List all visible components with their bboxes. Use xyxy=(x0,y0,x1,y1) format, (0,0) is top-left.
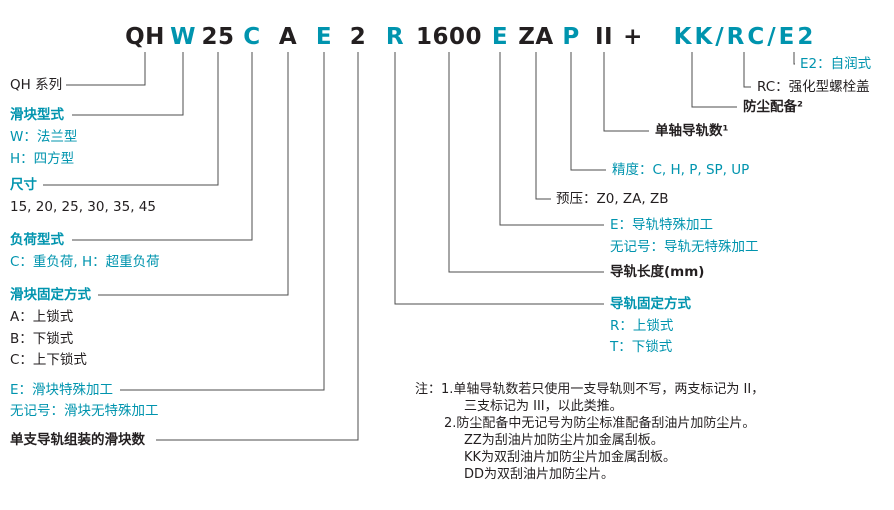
label-load-type-values: C：重负荷, H：超重负荷 xyxy=(10,254,160,270)
code-segment-rail-length: 1600 xyxy=(415,24,483,50)
label-dust-protection: 防尘配备² xyxy=(743,99,803,115)
connector-rail-length xyxy=(448,52,604,273)
code-segment-size: 25 xyxy=(201,24,235,50)
label-rail-special-none: 无记号：导轨无特殊加工 xyxy=(610,239,759,255)
note-line-3: 2.防尘配备中无记号为防尘标准配备刮油片加防尘片。 xyxy=(444,416,756,431)
connector-block-type xyxy=(72,52,184,116)
note-line-2: 三支标记为 III，以此类推。 xyxy=(464,399,623,414)
code-segment-series: QH xyxy=(125,24,165,50)
code-segment-block-count: 2 xyxy=(349,24,367,50)
code-segment-rail-count: II xyxy=(594,24,614,50)
label-rail-fix-t: T：下锁式 xyxy=(610,339,673,355)
label-block-fix-c: C：上下锁式 xyxy=(10,352,87,368)
connector-series xyxy=(66,52,146,86)
label-series: QH 系列 xyxy=(10,77,63,93)
label-rail-fix-r: R：上锁式 xyxy=(610,318,674,334)
code-segment-accuracy: P xyxy=(562,24,580,50)
label-block-fix-a: A：上锁式 xyxy=(10,309,74,325)
code-segment-preload: ZA xyxy=(518,24,554,50)
connector-rail-special xyxy=(499,52,604,226)
label-self-lubricant: E2：自润式 xyxy=(800,56,872,72)
label-block-type-h: H：四方型 xyxy=(10,151,75,167)
connector-load-type xyxy=(72,52,253,241)
note-line-1: 注：1.单轴导轨数若只使用一支导轨则不写，两支标记为 II， xyxy=(415,382,765,397)
connector-block-special xyxy=(120,52,325,391)
label-rail-length: 导轨长度(mm) xyxy=(610,264,705,280)
label-size-title: 尺寸 xyxy=(10,177,37,193)
connector-rc xyxy=(743,52,751,88)
label-block-type-w: W：法兰型 xyxy=(10,129,78,145)
label-bolt-cover: RC：强化型螺栓盖 xyxy=(757,79,870,95)
label-block-special-none: 无记号：滑块无特殊加工 xyxy=(10,403,159,419)
connector-rail-fixing xyxy=(394,52,604,305)
label-accuracy: 精度：C, H, P, SP, UP xyxy=(612,162,750,178)
connector-size xyxy=(43,52,219,186)
label-block-special: E：滑块特殊加工 xyxy=(10,382,114,398)
label-rail-special: E：导轨特殊加工 xyxy=(610,217,714,233)
code-segment-load-type: C xyxy=(243,24,261,50)
label-block-fix-b: B：下锁式 xyxy=(10,331,74,347)
connector-block-fixing xyxy=(98,52,289,296)
connector-rail-count xyxy=(603,52,649,132)
label-block-fix-title: 滑块固定方式 xyxy=(10,287,91,303)
code-segment-rail-fixing: R xyxy=(385,24,405,50)
connector-preload xyxy=(535,52,551,200)
connector-block-count xyxy=(156,52,359,441)
label-rail-fix-title: 导轨固定方式 xyxy=(610,296,691,312)
label-blocks-per-rail: 单支导轨组装的滑块数 xyxy=(10,432,145,448)
connector-dust xyxy=(691,52,737,108)
note-line-6: DD为双刮油片加防尘片。 xyxy=(464,467,615,482)
label-preload: 预压：Z0, ZA, ZB xyxy=(556,191,669,207)
label-block-type-title: 滑块型式 xyxy=(10,107,64,123)
code-segment-plus-sign: + xyxy=(623,24,643,50)
code-segment-options: KK/RC/E2 xyxy=(673,24,817,50)
code-segment-block-special: E xyxy=(315,24,333,50)
connector-accuracy xyxy=(570,52,606,171)
label-size-values: 15, 20, 25, 30, 35, 45 xyxy=(10,199,156,215)
label-rail-count: 单轴导轨数¹ xyxy=(655,123,729,139)
code-segment-block-type: W xyxy=(170,24,196,50)
note-line-4: ZZ为刮油片加防尘片加金属刮板。 xyxy=(464,433,664,448)
label-load-type-title: 负荷型式 xyxy=(10,232,64,248)
code-segment-rail-special: E xyxy=(491,24,509,50)
note-line-5: KK为双刮油片加防尘片加金属刮板。 xyxy=(464,450,677,465)
code-segment-block-fixing: A xyxy=(278,24,298,50)
connector-e2 xyxy=(793,52,795,65)
